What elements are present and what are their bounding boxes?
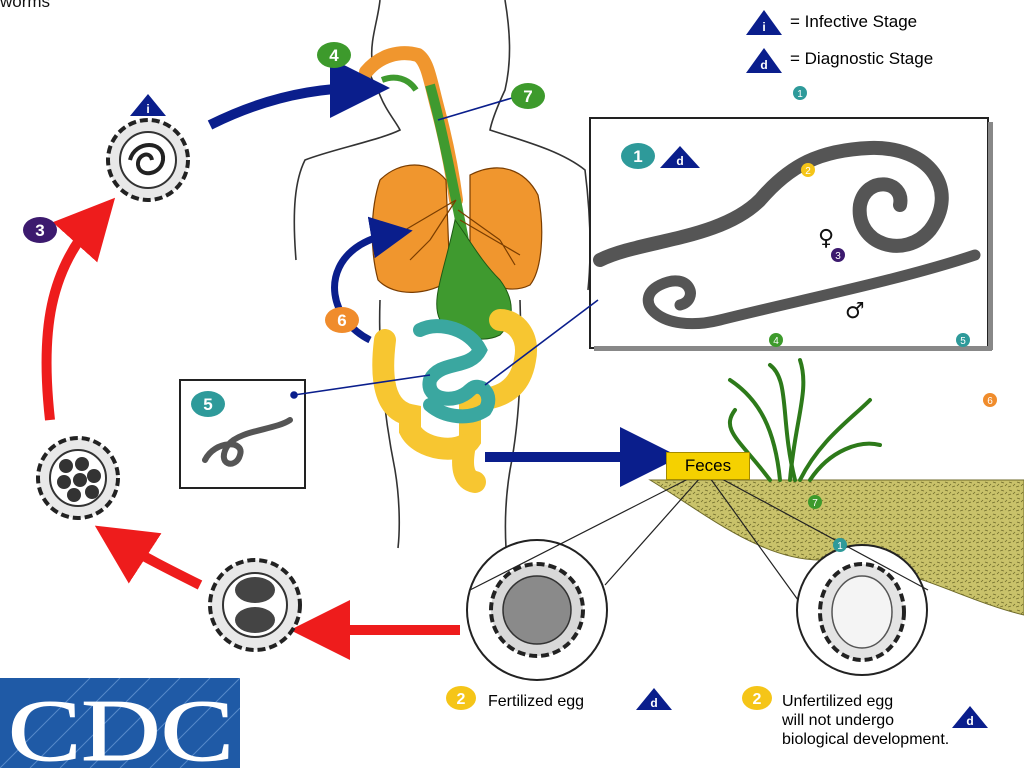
step-4-label: 4 bbox=[329, 46, 339, 65]
legend-diagnostic-triangle bbox=[746, 48, 782, 73]
step-badge-7 bbox=[511, 83, 545, 109]
mini-badge-7-label: 7 bbox=[812, 498, 818, 509]
mini-badge-4 bbox=[769, 333, 783, 347]
diagnostic-triangle-worms-label: d bbox=[676, 154, 683, 168]
legend-diagnostic-triangle-label: d bbox=[760, 58, 767, 72]
mini-badge-1-top-label: 1 bbox=[797, 89, 803, 100]
egg-infective-larva bbox=[106, 118, 190, 202]
unfertilized-egg-magnified bbox=[796, 544, 928, 676]
step-5-label: 5 bbox=[203, 395, 212, 414]
diagnostic-triangle-worms bbox=[660, 146, 700, 168]
cdc-logo-text: CDC bbox=[8, 683, 234, 768]
step-badge-5 bbox=[191, 391, 225, 417]
female-worm bbox=[593, 140, 949, 267]
diagnostic-triangle-fertilized-label: d bbox=[650, 696, 657, 710]
step-badge-6 bbox=[325, 307, 359, 333]
stage-triangles: i d d d i d bbox=[130, 10, 988, 728]
mini-badge-1-top bbox=[793, 86, 807, 100]
female-symbol: ♀ bbox=[818, 226, 834, 251]
step-3-label: 3 bbox=[35, 221, 44, 240]
step-6-label: 6 bbox=[337, 311, 346, 330]
male-symbol: ♂ bbox=[845, 299, 865, 324]
step-badge-4 bbox=[317, 42, 351, 68]
male-worm bbox=[642, 249, 981, 330]
arrow-two-cell-to-morula bbox=[94, 525, 203, 590]
intestines bbox=[372, 309, 537, 493]
egg-two-cell bbox=[208, 558, 302, 652]
mini-badge-6-label: 6 bbox=[987, 396, 993, 407]
mini-badge-6 bbox=[983, 393, 997, 407]
connector-lines bbox=[290, 97, 599, 399]
mini-badge-1-soil bbox=[833, 538, 847, 552]
diagnostic-triangle-fertilized bbox=[636, 688, 672, 710]
step-badge-2-fertilized bbox=[446, 686, 476, 710]
mini-badge-3-label: 3 bbox=[835, 251, 841, 262]
step-2-unfertilized-label: 2 bbox=[753, 691, 762, 708]
step-badges: 4 7 3 6 5 1 2 2 1 2 3 4 5 6 7 1 bbox=[23, 42, 997, 710]
mini-badge-3 bbox=[831, 248, 845, 262]
legend-infective-text: = Infective Stage bbox=[790, 12, 918, 31]
arrow-embryonated-to-larva-egg bbox=[41, 197, 116, 421]
cdc-logo-graphic: CDC bbox=[0, 678, 240, 768]
mini-badge-4-label: 4 bbox=[773, 336, 779, 347]
unfertilized-egg-caption: Unfertilized egg will not undergo biolog… bbox=[782, 692, 949, 749]
infective-triangle-egg-label: i bbox=[146, 102, 149, 116]
step-1-label: 1 bbox=[633, 147, 642, 166]
egg-morula bbox=[36, 436, 120, 520]
unfertilized-line-1: Unfertilized egg bbox=[782, 693, 894, 710]
fertilized-egg-caption: Fertilized egg bbox=[488, 693, 585, 710]
legend-infective-triangle bbox=[746, 10, 782, 35]
legend-infective-triangle-label: i bbox=[762, 20, 765, 34]
header-fragment: worms bbox=[0, 0, 51, 11]
mini-badge-2-label: 2 bbox=[805, 166, 811, 177]
adult-worms-panel bbox=[589, 117, 993, 351]
stomach bbox=[436, 218, 512, 340]
unfertilized-line-2: will not undergo bbox=[782, 712, 895, 729]
fertilized-egg-magnified bbox=[466, 539, 608, 681]
step-badge-2-unfertilized bbox=[742, 686, 772, 710]
mini-badge-1-soil-label: 1 bbox=[837, 541, 843, 552]
legend-diagnostic: = Diagnostic Stage bbox=[790, 49, 933, 69]
diagnostic-triangle-unfertilized bbox=[952, 706, 988, 728]
legend-diagnostic-text: = Diagnostic Stage bbox=[790, 49, 934, 68]
infective-triangle-egg bbox=[130, 94, 166, 116]
mini-badge-5-label: 5 bbox=[960, 336, 966, 347]
mini-badge-5 bbox=[956, 333, 970, 347]
step-badge-3 bbox=[23, 217, 57, 243]
mini-badge-7 bbox=[808, 495, 822, 509]
lungs bbox=[371, 164, 543, 293]
legend-infective: = Infective Stage bbox=[790, 12, 917, 32]
diagnostic-triangle-unfertilized-label: d bbox=[966, 714, 973, 728]
step-7-label: 7 bbox=[523, 87, 532, 106]
feces-label: Feces bbox=[666, 452, 750, 480]
cdc-logo: CDC bbox=[0, 678, 240, 768]
step-badge-1 bbox=[621, 143, 655, 169]
step-2-fertilized-label: 2 bbox=[457, 691, 466, 708]
unfertilized-line-3: biological development. bbox=[782, 731, 950, 748]
feces-to-egg-lines bbox=[469, 477, 929, 601]
arrow-egg-to-mouth bbox=[207, 58, 390, 130]
mini-badge-2 bbox=[801, 163, 815, 177]
